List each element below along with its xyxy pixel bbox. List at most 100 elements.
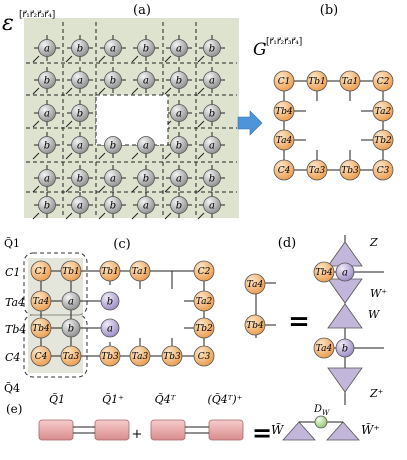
node-circle [203,136,221,154]
node-label: a [143,76,149,87]
node-label: Tb4 [315,268,333,278]
node-circle [306,70,328,92]
node-label: a [209,201,215,212]
tensor-label: Q̃4ᵀ [155,393,177,406]
node-label: b [176,141,182,152]
node-circle [372,70,394,92]
bond-diagonal [65,87,73,95]
node-circle [104,39,122,57]
equals-sign: = [252,418,272,447]
node-circle [193,260,215,282]
isometry-W-dagger [327,278,363,304]
site-a: a [170,169,188,187]
node-label: C2 [377,77,390,87]
node-label: a [110,174,116,185]
node-Ta4: Ta4 [273,129,295,151]
node-label: C3 [377,166,390,176]
row-label: C1 [5,266,20,279]
isometry-label: W⁺ [370,287,387,300]
node-label: C3 [198,352,211,362]
node-circle [193,290,215,312]
node-Ta3: Ta3 [60,345,82,367]
node-Ta4: Ta4 [30,290,52,312]
site-a: a [137,71,155,89]
panel-a-tag: (a) [133,3,151,18]
node-circle [71,136,89,154]
site-b: b [203,104,221,122]
site-b: b [38,71,56,89]
isometry-W-tilde-dagger [326,421,360,441]
node-label: a [44,174,50,185]
node-label: a [209,76,215,87]
isometry-W-tilde [282,421,316,441]
node-circle [100,291,120,311]
node-label: b [107,297,113,308]
node-circle [129,260,151,282]
label-D-sub: W [322,409,330,417]
bond-diagonal [164,212,172,220]
bond-diagonal [131,185,139,193]
node-circle [339,159,361,181]
node-label: b [77,174,83,185]
site-b: b [137,169,155,187]
node-label: b [44,141,50,152]
node-site-b: b [61,318,81,338]
node-circle [137,196,155,214]
bond-diagonal [197,212,205,220]
bond-diagonal [65,120,73,128]
bond-diagonal [131,212,139,220]
site-b: b [170,71,188,89]
node-circle [60,345,82,367]
row-label: Tb4 [5,323,26,336]
node-circle [193,317,215,339]
panel-d-equals: = [288,307,310,337]
panel-c-tag: (c) [113,237,130,252]
node-purple-a: a [335,262,355,282]
node-circle [129,345,151,367]
isometry-Z [327,241,363,267]
node-label: b [44,201,50,212]
panel-c-q4-label: Q̃4 [4,382,20,395]
node-Tb1: Tb1 [60,260,82,282]
bond-diagonal [65,152,73,160]
node-Tb3: Tb3 [339,159,361,181]
node-label: a [68,297,74,308]
node-label: b [77,109,83,120]
site-a: a [38,39,56,57]
site-a: a [38,104,56,122]
site-a: a [203,196,221,214]
node-label: Tb3 [163,352,181,362]
site-b: b [137,39,155,57]
node-C3: C3 [193,345,215,367]
node-Tb4: Tb4 [244,314,266,336]
isometry-label: W [368,308,381,321]
panel-b-tag: (b) [320,3,338,18]
node-circle [306,159,328,181]
node-label: C4 [35,352,48,362]
node-circle [38,196,56,214]
node-site-a: a [61,291,81,311]
site-b: b [38,196,56,214]
node-circle [335,262,355,282]
node-label: b [110,76,116,87]
node-circle [71,104,89,122]
node-label: a [44,44,50,55]
node-circle [137,136,155,154]
bond-diagonal [197,152,205,160]
node-circle [193,345,215,367]
diagonal-D [314,415,328,429]
node-circle [170,39,188,57]
site-a: a [104,169,122,187]
node-circle [61,291,81,311]
panel-b-symbol: G [253,40,267,60]
node-Tb2: Tb2 [193,317,215,339]
bond-diagonal [65,55,73,63]
bond-diagonal [32,55,40,63]
node-circle [170,71,188,89]
node-circle [71,169,89,187]
node-label: a [176,44,182,55]
